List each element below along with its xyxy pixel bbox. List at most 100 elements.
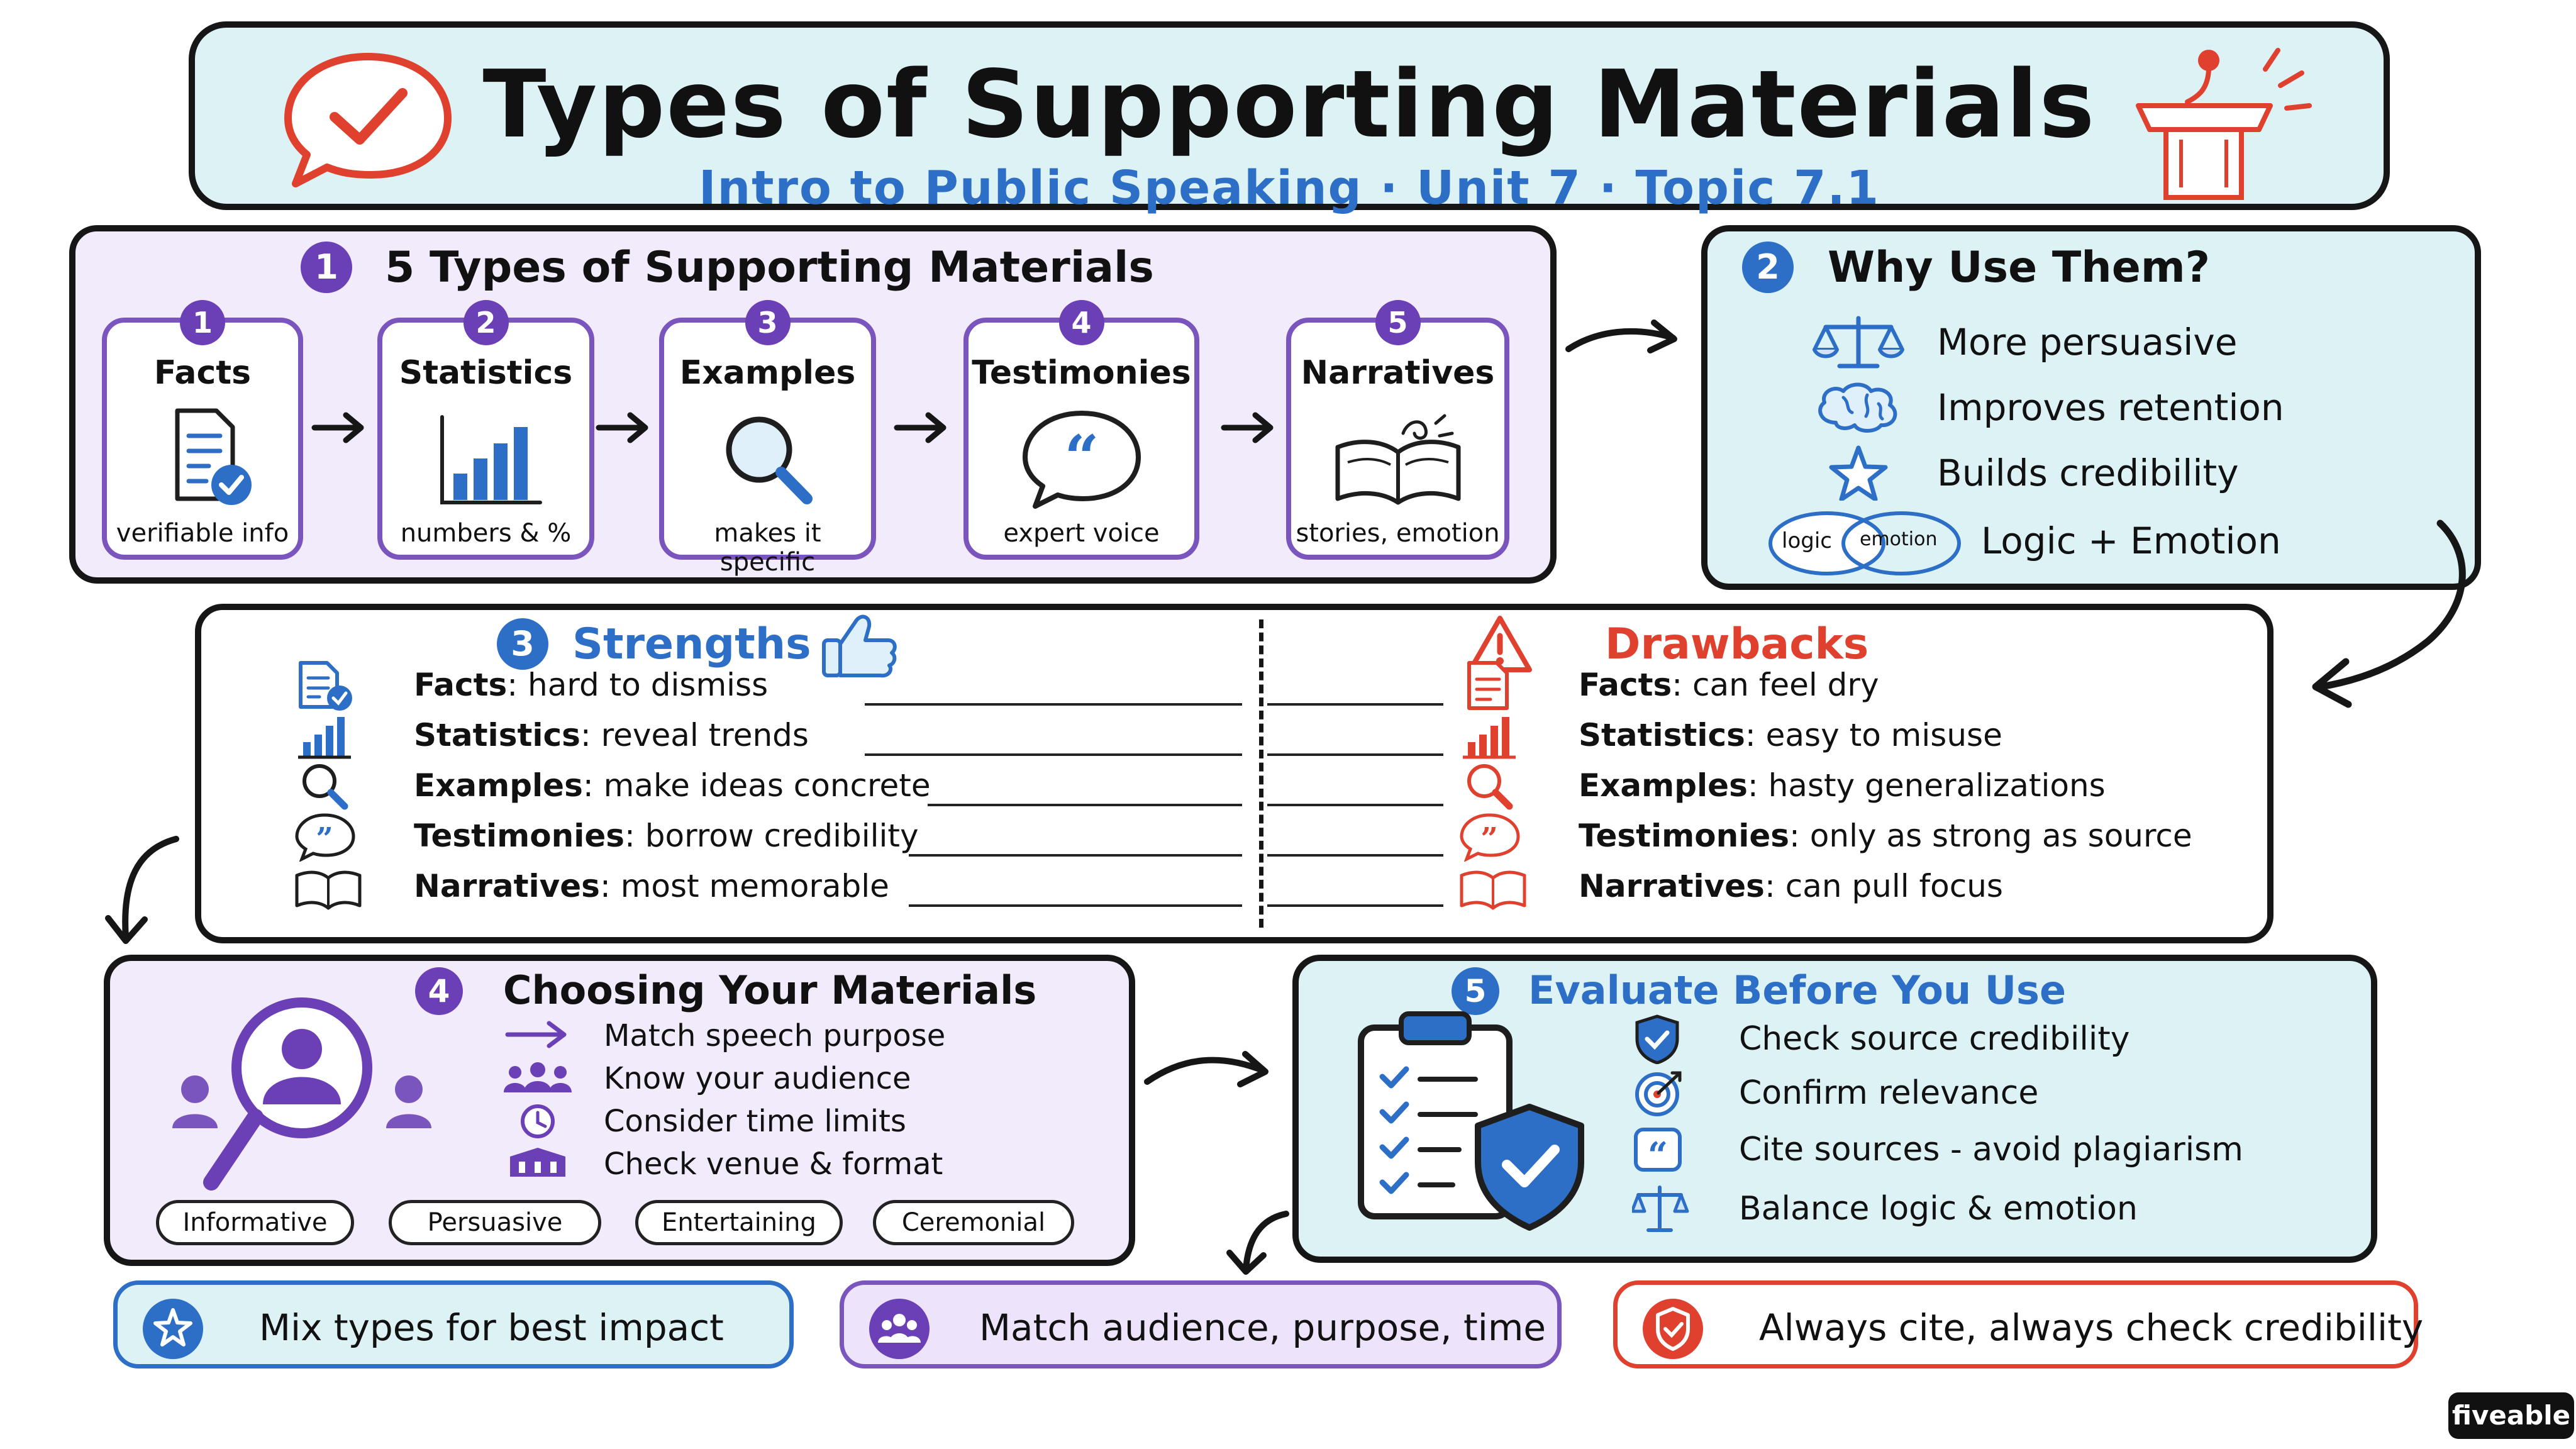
flow-arrow-icon [1226,1211,1289,1275]
types-section-title: 5 Types of Supporting Materials [385,243,1154,292]
card-number: 5 [1375,300,1421,345]
flow-arrow-icon [105,836,179,944]
speech-type-pill-entertaining: Entertaining [635,1200,843,1245]
drawback-text: can feel dry [1692,667,1879,703]
drawbacks-title: Drawbacks [1605,619,1869,669]
evaluate-item-text: Confirm relevance [1739,1074,2039,1112]
speech-type-pill-persuasive: Persuasive [389,1200,601,1245]
section-number-1: 1 [301,242,352,293]
magnifier-icon [726,416,813,504]
card-number: 2 [463,300,509,345]
row-line [865,753,1242,756]
svg-text:“: “ [1064,422,1099,493]
type-card-examples: 3 Examples makes it specific [659,300,876,577]
evaluate-item-text: Check source credibility [1739,1020,2130,1058]
strength-label: Narratives [414,868,600,904]
card-description: numbers & % [400,519,572,548]
type-card-facts: 1 Facts verifiable info [102,300,303,560]
strength-label: Statistics [414,717,580,753]
quote-icon: “ [1634,1128,1682,1175]
brand-logo: fiveable [2448,1392,2574,1439]
strength-label: Facts [414,667,508,703]
type-card-narratives: 5 Narratives stories, emotion [1286,300,1509,560]
drawback-label: Statistics [1579,717,1745,753]
drawback-label: Narratives [1579,868,1765,904]
brain-icon [1818,382,1897,433]
card-description: verifiable info [116,519,289,548]
quote-bubble-icon: “ [1022,411,1141,509]
strength-label: Testimonies [414,818,625,854]
choosing-item-text: Check venue & format [604,1146,943,1182]
clipboard-shield-icon [1358,1011,1584,1231]
row-line [1267,854,1443,857]
footer-pill-match-audience: Match audience, purpose, time [840,1280,1562,1368]
flow-arrow-icon [1144,1051,1269,1087]
drawback-label: Testimonies [1579,818,1790,854]
shield-check-icon [1635,1014,1679,1064]
strength-text: most memorable [620,868,889,904]
flow-arrow-icon [894,412,947,443]
page-subtitle: Intro to Public Speaking · Unit 7 · Topi… [698,161,1880,215]
bar-chart-icon [440,415,542,504]
target-icon [1635,1071,1682,1116]
speech-bubble-check-icon [284,53,452,187]
card-name: Testimonies [972,354,1191,392]
svg-text:”: ” [316,821,333,857]
venn-label-emotion: emotion [1860,528,1938,550]
card-name: Statistics [399,354,573,392]
card-name: Facts [153,354,252,392]
why-item-text: Improves retention [1937,386,2284,429]
strength-label: Examples [414,767,583,804]
svg-text:”: ” [1480,821,1498,857]
logic-emotion-icon [1768,511,1961,575]
card-number: 4 [1058,300,1104,345]
group-icon [869,1299,930,1359]
drawback-text: only as strong as source [1809,818,2192,854]
star-icon [1829,445,1888,501]
card-number: 3 [745,300,791,345]
section-divider [1259,619,1263,928]
audience-icon [504,1062,572,1092]
footer-pill-text: Mix types for best impact [259,1306,724,1349]
row-line [1267,703,1443,706]
document-check-icon [299,661,352,711]
open-book-icon [1335,414,1460,505]
footer-pill-always-cite: Always cite, always check credibility [1613,1280,2423,1368]
flow-arrow-icon [2312,519,2466,708]
scales-icon [1632,1185,1689,1232]
section-number-5: 5 [1452,967,1499,1015]
shield-check-icon [1643,1299,1703,1359]
speech-type-pill-informative: Informative [156,1200,354,1245]
quote-bubble-icon: ” [295,813,355,862]
card-description: makes it specific [714,519,821,577]
flow-arrow-icon [596,412,648,443]
type-card-testimonies: 4 Testimonies “ expert voice [963,300,1199,560]
choosing-item-text: Consider time limits [604,1104,906,1139]
flow-arrow-icon [311,412,364,443]
open-book-icon [295,870,362,910]
evaluate-section-title: Evaluate Before You Use [1528,967,2067,1013]
card-description: stories, emotion [1296,519,1500,548]
drawback-text: can pull focus [1785,868,2003,904]
why-item-logic-emotion: logic emotion Logic + Emotion [1764,509,2318,575]
evaluate-item-text: Balance logic & emotion [1739,1190,2138,1228]
header-banner: Types of Supporting Materials Intro to P… [189,21,2390,215]
row-line [909,854,1242,857]
scales-icon [1813,316,1904,369]
clock-icon [521,1104,555,1138]
footer-pill-text: Always cite, always check credibility [1759,1306,2424,1349]
footer-pill-text: Match audience, purpose, time [979,1306,1546,1349]
why-item-text: Builds credibility [1937,452,2239,494]
star-icon [143,1299,203,1359]
choosing-item-text: Match speech purpose [604,1018,946,1053]
arrow-right-icon [505,1021,567,1048]
why-section-title: Why Use Them? [1828,243,2211,292]
type-card-statistics: 2 Statistics numbers & % [377,300,594,560]
choosing-section-title: Choosing Your Materials [503,967,1037,1013]
strength-text: hard to dismiss [528,667,769,703]
venue-icon [510,1148,565,1177]
podium-icon [2136,48,2312,200]
drawback-text: easy to misuse [1765,717,2002,753]
strength-text: make ideas concrete [603,767,931,804]
why-item-text: More persuasive [1937,321,2238,364]
